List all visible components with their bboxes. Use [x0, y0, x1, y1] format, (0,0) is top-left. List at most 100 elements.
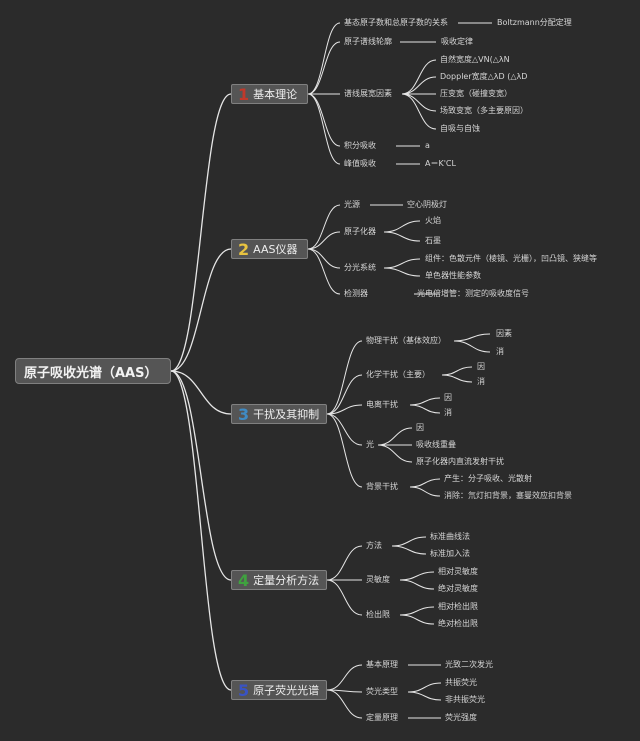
topic-label: 基本理论 — [253, 88, 298, 101]
connector — [170, 248, 232, 372]
connector — [326, 340, 363, 415]
node-graphite[interactable]: 石墨 — [425, 236, 441, 245]
node-standard-addition[interactable]: 标准加入法 — [430, 549, 470, 558]
connector — [453, 333, 491, 342]
topic-number-1: 1 — [238, 84, 250, 104]
node-physical-elim[interactable]: 消 — [496, 347, 504, 356]
topic-number-5: 5 — [238, 680, 250, 700]
connector — [409, 478, 441, 488]
connector — [383, 231, 421, 242]
connector — [307, 93, 341, 147]
node-ionization-interference[interactable]: 电离干扰 — [366, 400, 398, 409]
node-detector[interactable]: 检测器 — [344, 289, 368, 298]
connector — [441, 374, 473, 383]
node-fluorescence-type[interactable]: 荧光类型 — [366, 687, 398, 696]
node-components[interactable]: 组件：色散元件（棱镜、光栅），凹凸镜、狭缝等 — [425, 254, 597, 263]
node-hollow-cathode[interactable]: 空心阴极灯 — [407, 200, 447, 209]
node-pmt[interactable]: 光电倍增管：测定的吸收度信号 — [417, 289, 529, 298]
node-pressure-width[interactable]: 压变宽（碰撞变宽） — [440, 89, 512, 98]
node-flame[interactable]: 火焰 — [425, 216, 441, 225]
connector — [401, 93, 437, 112]
node-ionization-cause[interactable]: 因 — [444, 393, 452, 402]
topic-label: AAS仪器 — [253, 243, 298, 256]
node-boltzmann[interactable]: Boltzmann分配定理 — [497, 18, 572, 27]
topic-quantitative[interactable]: 4 定量分析方法 — [231, 570, 327, 590]
connector — [377, 444, 413, 463]
node-physical-cause[interactable]: 因素 — [496, 329, 512, 338]
node-line-overlap[interactable]: 吸收线重叠 — [416, 440, 456, 449]
connector — [170, 370, 232, 581]
connector — [307, 248, 341, 269]
connector — [383, 220, 421, 233]
node-background-elim[interactable]: 消除：氘灯扣背景，塞曼效应扣背景 — [444, 491, 572, 500]
node-absolute-sensitivity[interactable]: 绝对灵敏度 — [438, 584, 478, 593]
connector — [307, 204, 341, 250]
node-methods[interactable]: 方法 — [366, 541, 382, 550]
root-topic[interactable]: 原子吸收光谱（AAS） — [15, 358, 171, 384]
node-detection-limit[interactable]: 检出限 — [366, 610, 390, 619]
connector — [326, 579, 363, 616]
node-dc-emission[interactable]: 原子化器内直流发射干扰 — [416, 457, 504, 466]
node-atomizer[interactable]: 原子化器 — [344, 227, 376, 236]
connector — [399, 579, 435, 590]
connector — [401, 76, 437, 95]
topic-afs[interactable]: 5 原子荧光光谱 — [231, 680, 327, 700]
node-photo-emission[interactable]: 光致二次发光 — [445, 660, 493, 669]
node-background-cause[interactable]: 产生：分子吸收、光散射 — [444, 474, 532, 483]
topic-basic-theory[interactable]: 1 基本理论 — [231, 84, 308, 104]
node-integral-a[interactable]: a — [425, 141, 430, 150]
node-resonance[interactable]: 共振荧光 — [445, 678, 477, 687]
node-broadening-factors[interactable]: 谱线展宽因素 — [344, 89, 392, 98]
node-standard-curve[interactable]: 标准曲线法 — [430, 532, 470, 541]
connector — [170, 370, 232, 415]
connector — [409, 397, 441, 406]
node-integral-absorption[interactable]: 积分吸收 — [344, 141, 376, 150]
node-quant-principle[interactable]: 定量原理 — [366, 713, 398, 722]
node-mono-params[interactable]: 单色器性能参数 — [425, 271, 481, 280]
connector — [326, 413, 363, 446]
node-self-absorption[interactable]: 自吸与自蚀 — [440, 124, 480, 133]
node-ionization-elim[interactable]: 消 — [444, 408, 452, 417]
node-atom-ratio[interactable]: 基态原子数和总原子数的关系 — [344, 18, 448, 27]
topic-label: 定量分析方法 — [253, 574, 320, 587]
node-doppler-width[interactable]: Doppler宽度△λD (△λD — [440, 72, 528, 81]
node-peak-absorption[interactable]: 峰值吸收 — [344, 159, 376, 168]
node-natural-width[interactable]: 自然宽度△VN(△λN — [440, 55, 510, 64]
node-spectral-cause[interactable]: 因 — [416, 423, 424, 432]
node-relative-limit[interactable]: 相对检出限 — [438, 602, 478, 611]
node-basic-principle[interactable]: 基本原理 — [366, 660, 398, 669]
node-fluorescence-intensity[interactable]: 荧光强度 — [445, 713, 477, 722]
topic-interference[interactable]: 3 干扰及其抑制 — [231, 404, 327, 424]
root-topic-label: 原子吸收光谱（AAS） — [24, 365, 158, 381]
node-chemical-elim[interactable]: 消 — [477, 377, 485, 386]
node-optical-system[interactable]: 分光系统 — [344, 263, 376, 272]
node-field-width[interactable]: 场致变宽（多主要原因） — [440, 106, 528, 115]
node-sensitivity[interactable]: 灵敏度 — [366, 575, 390, 584]
connector — [409, 486, 441, 497]
connector — [326, 404, 363, 415]
node-chemical-cause[interactable]: 因 — [477, 362, 485, 371]
node-relative-sensitivity[interactable]: 相对灵敏度 — [438, 567, 478, 576]
topic-aas-instrument[interactable]: 2 AAS仪器 — [231, 239, 308, 259]
node-absolute-limit[interactable]: 绝对检出限 — [438, 619, 478, 628]
connector — [326, 689, 363, 719]
node-chemical-interference[interactable]: 化学干扰（主要） — [366, 370, 430, 379]
node-light-source[interactable]: 光源 — [344, 200, 360, 209]
connector — [326, 374, 363, 415]
connector — [307, 248, 341, 295]
node-non-resonance[interactable]: 非共振荧光 — [445, 695, 485, 704]
connector — [401, 59, 437, 95]
topic-label: 干扰及其抑制 — [253, 408, 320, 421]
node-line-profile[interactable]: 原子谱线轮廓 — [344, 37, 392, 46]
node-absorption-law[interactable]: 吸收定律 — [441, 37, 473, 46]
connector — [391, 536, 427, 547]
connector — [170, 93, 232, 372]
node-peak-formula[interactable]: A＝K'CL — [425, 159, 456, 168]
topic-number-3: 3 — [238, 404, 250, 424]
node-spectral-interference[interactable]: 光 — [366, 440, 374, 449]
node-background-interference[interactable]: 背景干扰 — [366, 482, 398, 491]
connector — [441, 366, 473, 376]
connector — [453, 340, 491, 353]
node-physical-interference[interactable]: 物理干扰（基体效应） — [366, 336, 446, 345]
